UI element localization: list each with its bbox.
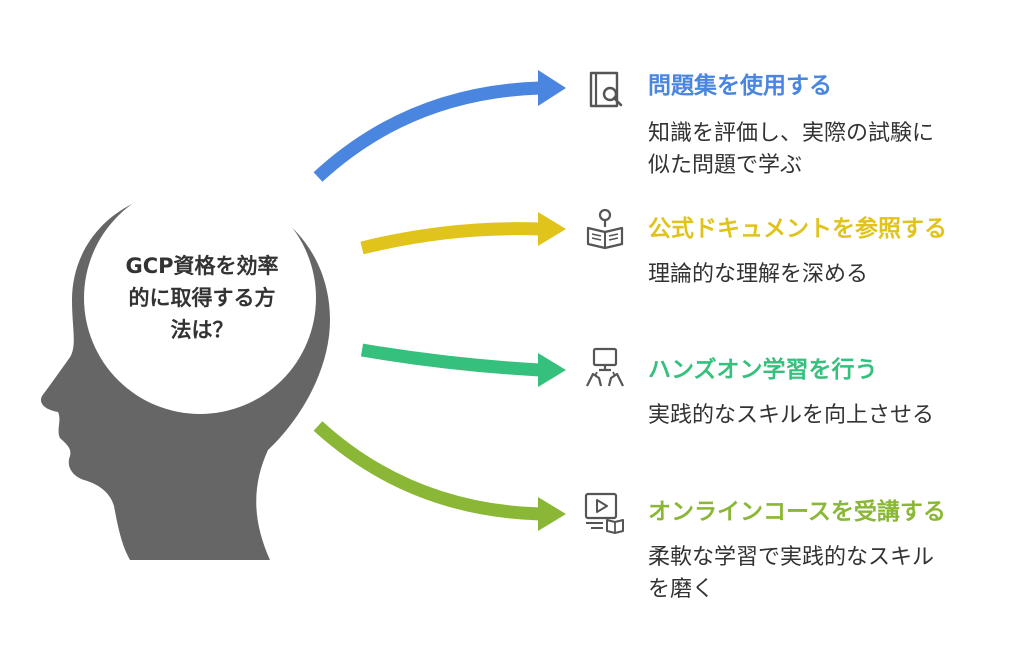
arrow-2: [360, 222, 541, 255]
arrowhead-3: [538, 353, 566, 387]
item-3-desc-line-1: 実践的なスキルを向上させる: [648, 403, 935, 428]
video-course-icon: [584, 492, 624, 534]
arrowhead-2: [538, 212, 566, 246]
item-2-desc-line-1: 理論的な理解を深める: [648, 262, 869, 287]
item-4-desc-line-2: を磨く: [648, 577, 715, 602]
arrowhead-1: [538, 70, 566, 106]
thought-circle: [84, 182, 316, 414]
item-4-desc-line-1: 柔軟な学習で実践的なスキル: [648, 545, 935, 570]
item-3-title: ハンズオン学習を行う: [648, 357, 878, 383]
item-1-desc-line-2: 似た問題で学ぶ: [648, 153, 803, 178]
center-line-1: GCP資格を効率: [125, 254, 279, 278]
center-question: GCP資格を効率 的に取得する方 法は？: [92, 250, 312, 346]
arrow-1: [313, 81, 541, 182]
reader-icon: [586, 208, 624, 250]
item-2-title: 公式ドキュメントを参照する: [648, 216, 947, 242]
arrow-4: [313, 421, 541, 521]
computer-hands-icon: [586, 347, 624, 387]
arrowhead-4: [538, 497, 566, 531]
center-line-2: 的に取得する方: [128, 286, 276, 310]
center-line-3: 法は？: [170, 318, 234, 342]
item-1-title: 問題集を使用する: [648, 73, 832, 99]
book-search-icon: [589, 71, 623, 108]
item-4-title: オンラインコースを受講する: [648, 499, 946, 525]
arrow-3: [360, 343, 541, 377]
item-1-desc-line-1: 知識を評価し、実際の試験に: [648, 121, 935, 146]
